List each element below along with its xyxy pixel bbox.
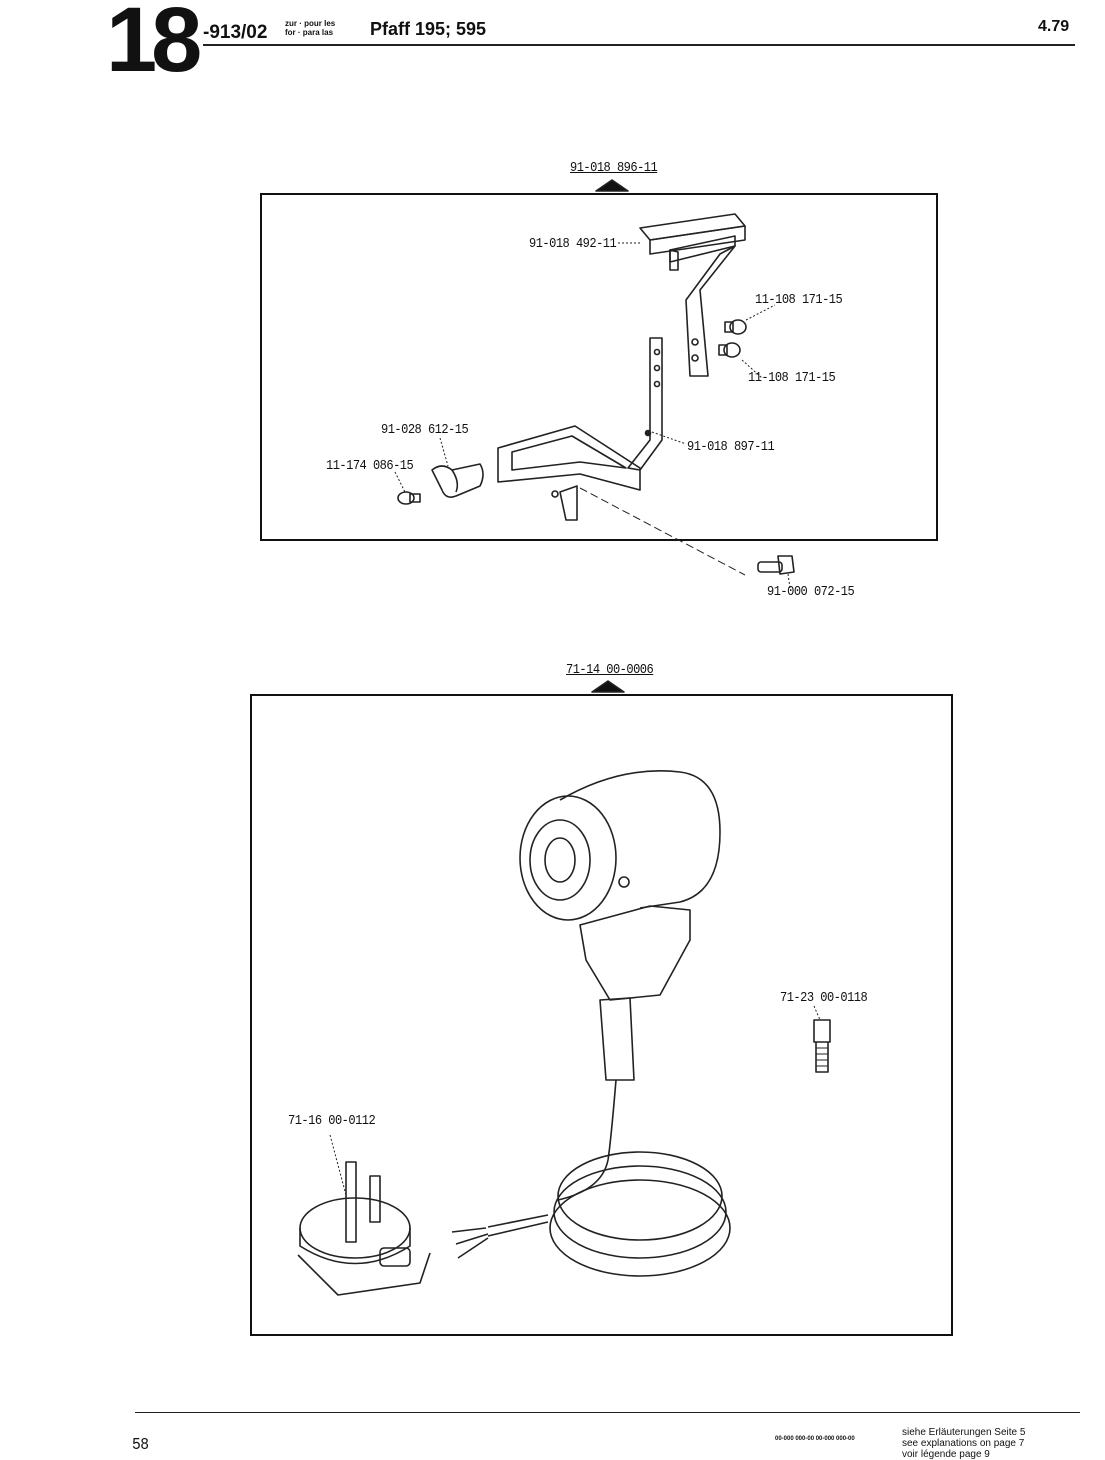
model-name: Pfaff 195; 595: [370, 19, 487, 39]
part-number-lower-bracket: 91-018 897-11: [687, 439, 775, 455]
assembly-pointer: [591, 680, 625, 693]
part-number-upper-bracket: 91-018 492-11: [529, 236, 617, 252]
catalog-code: -913/02: [203, 22, 268, 43]
part-number-screw-lower: 11-108 171-15: [748, 370, 836, 386]
header-rule: [203, 44, 1075, 46]
upper-bracket-drawing: [639, 213, 746, 377]
chapter-number: 18: [106, 0, 202, 91]
part-number-carbon-brush: 71-23 00-0118: [780, 990, 868, 1006]
clip-drawing: [397, 463, 484, 505]
footnote-codes: 00-000 000-00 00-000 000-00: [775, 1436, 855, 1442]
motor-assembly-frame: [250, 694, 953, 1336]
page-number: 58: [132, 1436, 149, 1455]
plug-drawing: [297, 1134, 431, 1296]
part-number-bottom-screw: 91-000 072-15: [767, 584, 855, 600]
part-number-plug: 71-16 00-0112: [288, 1113, 376, 1129]
label-for-para-las: for · para las: [285, 28, 334, 37]
label-zur-pour-les: zur · pour les: [285, 19, 336, 28]
language-labels: zur · pour les for · para las: [285, 19, 335, 37]
footnote-text: siehe Erläuterungen Seite 5 see explanat…: [902, 1427, 1025, 1460]
carbon-brush-drawing: [813, 1019, 831, 1073]
screws-drawing: [718, 319, 747, 358]
part-number-screw-upper: 11-108 171-15: [755, 292, 843, 308]
part-number-clip: 91-028 612-15: [381, 422, 469, 438]
assembly-number-1: 91-018 896-11: [570, 160, 658, 176]
footnote-line-fr: voir légende page 9: [902, 1449, 990, 1460]
assembly-number-2: 71-14 00-0006: [566, 662, 654, 678]
lower-bracket-drawing: [497, 337, 663, 521]
part-number-clip-screw: 11-174 086-15: [326, 458, 414, 474]
footer-rule: [135, 1412, 1080, 1413]
assembly-pointer: [595, 179, 629, 192]
bracket-assembly-frame: [260, 193, 938, 541]
issue-date: 4.79: [1038, 18, 1070, 35]
footnote-line-en: see explanations on page 7: [902, 1438, 1025, 1449]
footnote-line-de: siehe Erläuterungen Seite 5: [902, 1427, 1026, 1438]
bottom-screw-drawing: [757, 555, 795, 575]
speed-controller-drawing: [451, 770, 731, 1277]
